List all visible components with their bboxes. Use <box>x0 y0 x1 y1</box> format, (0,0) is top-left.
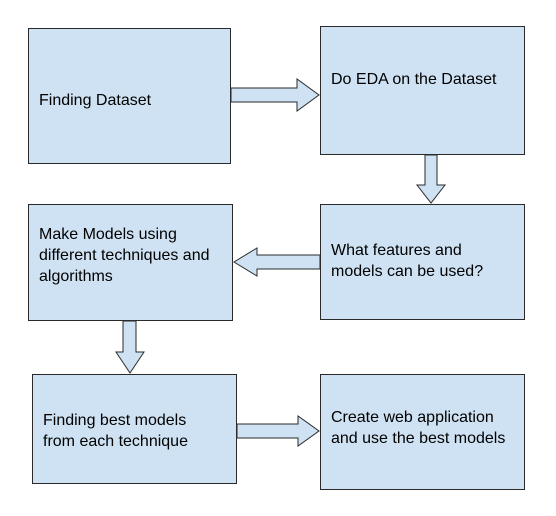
step-create-web-application-label: Create web application and use the best … <box>331 409 506 447</box>
step-finding-best-models-label: Finding best models from each technique <box>43 412 188 450</box>
step-finding-best-models: Finding best models from each technique <box>32 374 237 484</box>
step-do-eda-label: Do EDA on the Dataset <box>331 71 497 88</box>
step-features-and-models: What features and models can be used? <box>320 204 525 320</box>
arrow-down-icon <box>415 154 447 204</box>
step-do-eda: Do EDA on the Dataset <box>320 26 525 155</box>
step-make-models-label: Make Models using different techniques a… <box>39 226 210 285</box>
arrow-right-icon <box>230 78 320 112</box>
arrow-right-icon <box>236 415 320 447</box>
step-finding-dataset: Finding Dataset <box>28 28 231 164</box>
step-make-models: Make Models using different techniques a… <box>28 204 233 321</box>
step-finding-dataset-label: Finding Dataset <box>39 91 152 109</box>
step-features-and-models-label: What features and models can be used? <box>331 242 484 280</box>
arrow-left-icon <box>233 247 321 277</box>
arrow-down-icon <box>115 320 145 374</box>
step-create-web-application: Create web application and use the best … <box>320 374 525 490</box>
